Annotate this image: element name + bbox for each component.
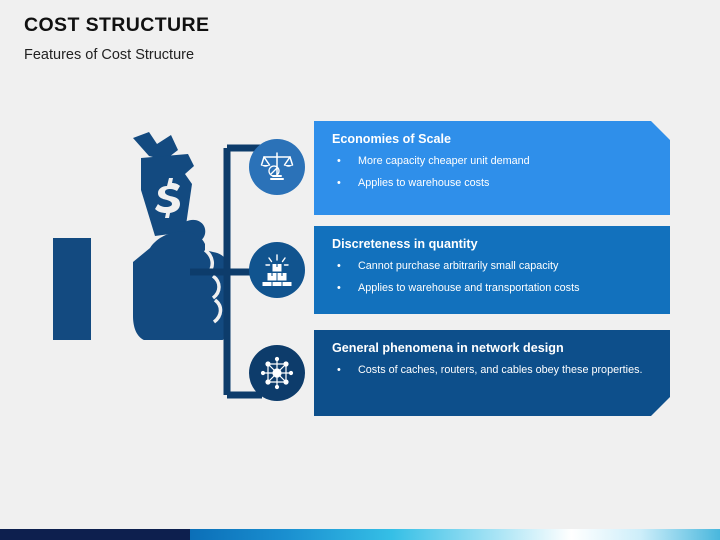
stacked-boxes-icon [262,254,292,286]
box-heading: Economies of Scale [332,132,451,146]
scales-balance-icon [260,152,294,180]
list-item: • Applies to warehouse and transportatio… [332,281,654,295]
bullet-text: Applies to warehouse and transportation … [358,281,580,294]
bullet-text: More capacity cheaper unit demand [358,155,530,168]
page-subtitle: Features of Cost Structure [24,47,195,63]
bullet-marker-icon: • [337,176,341,189]
bottom-bar-gradient-segment [190,529,720,540]
bullet-marker-icon: • [337,364,341,377]
page-title: COST STRUCTURE [24,14,210,36]
header: COST STRUCTURE Features of Cost Structur… [24,14,209,63]
box-heading: Discreteness in quantity [332,237,478,251]
list-item: • Applies to warehouse costs [332,176,654,190]
content-box-discreteness-in-quantity[interactable]: Discreteness in quantity • Cannot purcha… [314,226,670,314]
list-item: • Costs of caches, routers, and cables o… [332,363,654,377]
list-item: • Cannot purchase arbitrarily small capa… [332,259,654,273]
bullet-text: Costs of caches, routers, and cables obe… [358,364,643,377]
bullet-marker-icon: • [337,281,341,294]
bullet-text: Applies to warehouse costs [358,176,490,189]
bullet-list: • Costs of caches, routers, and cables o… [332,363,654,377]
list-item: • More capacity cheaper unit demand [332,154,654,168]
bottom-bar-navy-segment [0,529,190,540]
content-box-economies-of-scale[interactable]: Economies of Scale • More capacity cheap… [314,121,670,215]
bullet-list: • Cannot purchase arbitrarily small capa… [332,259,654,295]
hand-holding-money-illustration [53,132,230,340]
box-heading: General phenomena in network design [332,341,564,355]
bullet-list: • More capacity cheaper unit demand • Ap… [332,154,654,190]
icon-badge-network-design[interactable] [249,345,305,401]
content-box-network-design[interactable]: General phenomena in network design • Co… [314,330,670,416]
icon-badge-discreteness-in-quantity[interactable] [249,242,305,298]
network-nodes-icon [260,356,294,390]
bullet-text: Cannot purchase arbitrarily small capaci… [358,260,559,273]
bottom-accent-bar [0,529,720,540]
bullet-marker-icon: • [337,260,341,273]
icon-badge-economies-of-scale[interactable] [249,139,305,195]
bullet-marker-icon: • [337,155,341,168]
